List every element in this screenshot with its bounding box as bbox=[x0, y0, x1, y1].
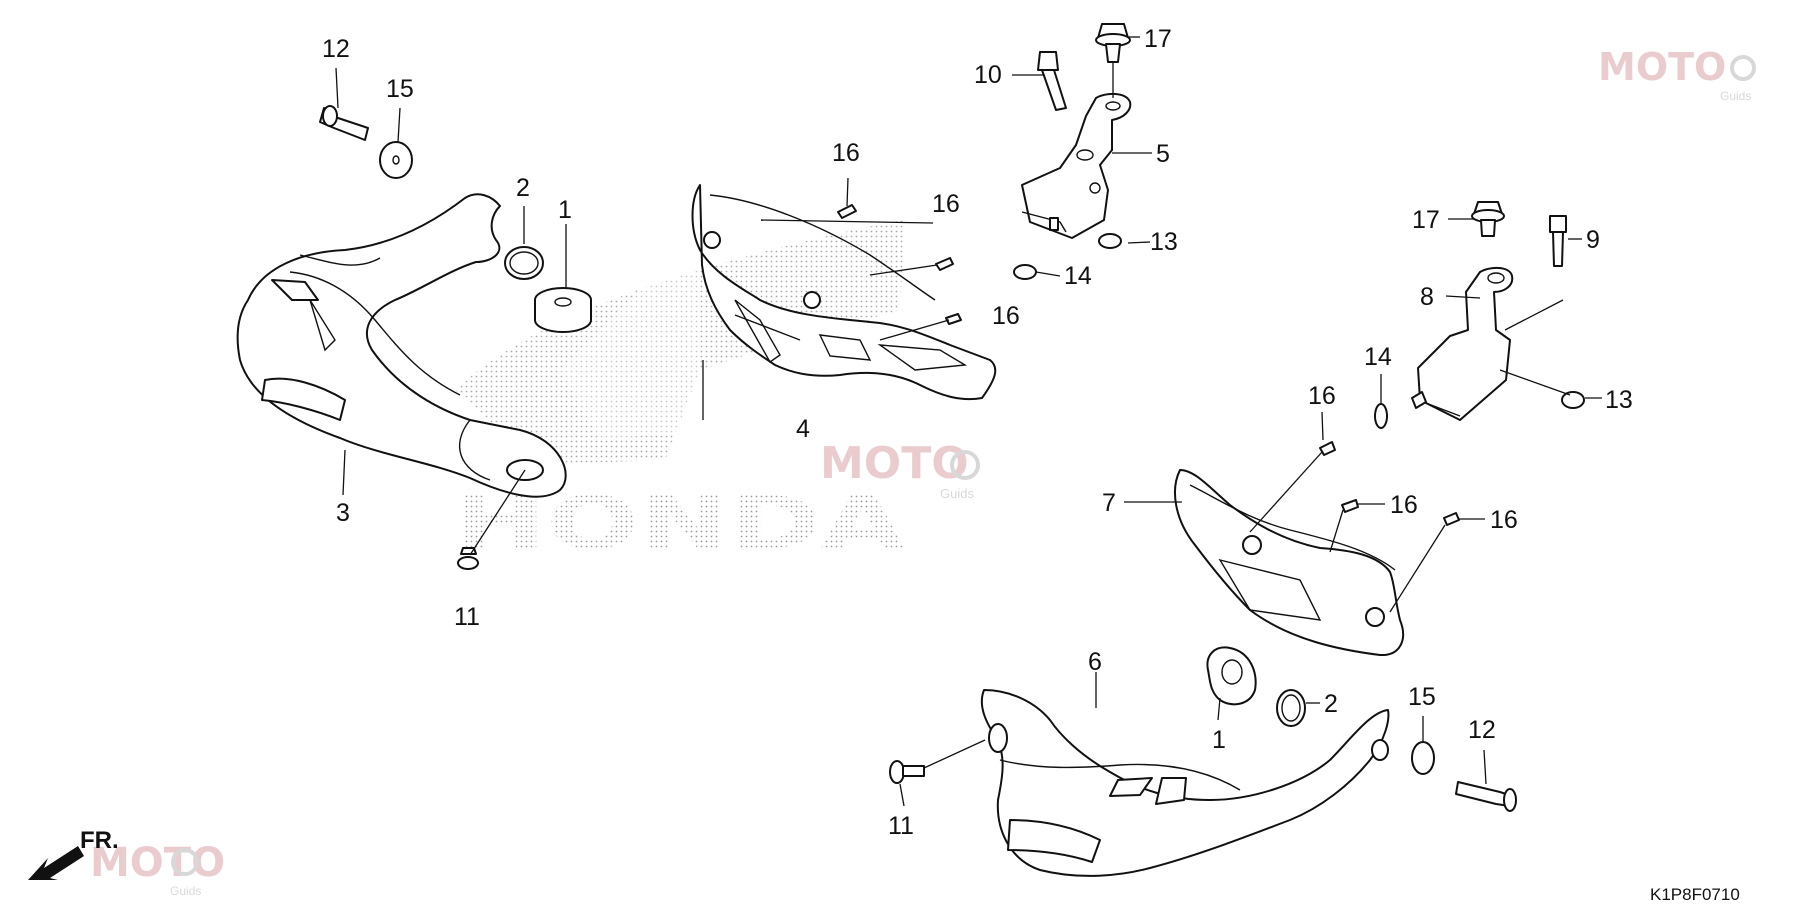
callout-4: 4 bbox=[796, 415, 810, 443]
callout-2: 2 bbox=[516, 174, 530, 202]
callout-16: 16 bbox=[1390, 491, 1418, 519]
honda-wing-logo: HONDA bbox=[455, 220, 905, 565]
bolt-part-12-upper bbox=[319, 105, 369, 141]
nut-part-13-lower bbox=[1561, 391, 1585, 409]
screw-part-16-d bbox=[1319, 441, 1336, 456]
callout-2: 2 bbox=[1324, 690, 1338, 718]
collar-part-1-upper bbox=[534, 287, 592, 333]
screw-part-11-upper bbox=[457, 547, 479, 570]
drawing-code: K1P8F0710 bbox=[1650, 885, 1740, 904]
left-inner-cover-part-4 bbox=[691, 184, 997, 401]
moto-guids-watermark-top: MOTO Guids bbox=[1598, 45, 1756, 103]
svg-text:MOTO: MOTO bbox=[820, 438, 969, 489]
callout-1: 1 bbox=[558, 196, 572, 224]
callout-8: 8 bbox=[1420, 283, 1434, 311]
o-ring-part-2-lower bbox=[1276, 689, 1306, 727]
callout-9: 9 bbox=[1586, 226, 1600, 254]
bolt-part-12-lower bbox=[1455, 781, 1517, 812]
svg-text:Guids: Guids bbox=[170, 884, 201, 898]
callout-5: 5 bbox=[1156, 140, 1170, 168]
washer-part-14-lower bbox=[1374, 403, 1388, 429]
o-ring-part-2-upper bbox=[504, 246, 544, 280]
screw-part-16-e bbox=[1341, 499, 1359, 513]
callout-1: 1 bbox=[1212, 726, 1226, 754]
svg-text:Guids: Guids bbox=[1720, 89, 1751, 103]
bracket-part-8 bbox=[1411, 266, 1514, 421]
moto-guids-watermark-bottom: MOTO Guids bbox=[90, 840, 225, 898]
svg-text:Guids: Guids bbox=[940, 486, 974, 501]
screw-part-16-f bbox=[1443, 512, 1460, 526]
left-handguard-part-3 bbox=[236, 193, 567, 498]
nut-part-13-upper bbox=[1098, 233, 1122, 249]
flange-bolt-part-17-upper bbox=[1095, 23, 1131, 63]
callout-17: 17 bbox=[1144, 25, 1172, 53]
callout-15: 15 bbox=[1408, 683, 1436, 711]
callout-14: 14 bbox=[1364, 343, 1392, 371]
front-marker-label: FR. bbox=[80, 827, 119, 854]
callout-17: 17 bbox=[1412, 206, 1440, 234]
washer-part-14-upper bbox=[1013, 264, 1037, 280]
screw-part-11-lower bbox=[889, 760, 925, 784]
washer-part-15-lower bbox=[1411, 741, 1435, 775]
right-inner-cover-part-7 bbox=[1174, 469, 1405, 657]
callout-10: 10 bbox=[974, 61, 1002, 89]
callout-11: 11 bbox=[888, 812, 914, 840]
callout-16: 16 bbox=[1490, 506, 1518, 534]
flange-bolt-part-17-lower bbox=[1471, 201, 1505, 237]
svg-text:MOTO: MOTO bbox=[1598, 45, 1726, 89]
bolt-part-10 bbox=[1037, 51, 1067, 111]
callout-16: 16 bbox=[1308, 382, 1336, 410]
screw-part-16-c bbox=[945, 313, 962, 325]
callout-11: 11 bbox=[454, 603, 480, 631]
callout-12: 12 bbox=[1468, 716, 1496, 744]
leader-lines bbox=[335, 36, 1602, 807]
callout-13: 13 bbox=[1605, 386, 1633, 414]
callout-6: 6 bbox=[1088, 648, 1102, 676]
callout-16: 16 bbox=[992, 302, 1020, 330]
collar-part-1-lower bbox=[1206, 646, 1257, 706]
callout-16: 16 bbox=[932, 190, 960, 218]
callout-12: 12 bbox=[322, 35, 350, 63]
screw-part-16-a bbox=[837, 204, 857, 219]
callout-13: 13 bbox=[1150, 228, 1178, 256]
screw-part-16-b bbox=[935, 257, 954, 271]
right-handguard-part-6 bbox=[980, 689, 1390, 877]
callout-14: 14 bbox=[1064, 262, 1092, 290]
callout-15: 15 bbox=[386, 75, 414, 103]
callout-labels: 12 15 2 1 3 11 16 16 16 4 10 17 5 13 14 … bbox=[322, 25, 1633, 840]
callout-7: 7 bbox=[1102, 489, 1116, 517]
callout-3: 3 bbox=[336, 499, 350, 527]
front-direction-arrow-icon: FR. bbox=[28, 827, 119, 880]
bracket-part-5 bbox=[1021, 92, 1132, 239]
callout-16: 16 bbox=[832, 139, 860, 167]
moto-guids-watermark-center: MOTO Guids bbox=[820, 438, 980, 501]
washer-part-15-upper bbox=[379, 141, 413, 179]
svg-text:MOTO: MOTO bbox=[90, 840, 225, 886]
bolt-part-9 bbox=[1549, 215, 1567, 267]
